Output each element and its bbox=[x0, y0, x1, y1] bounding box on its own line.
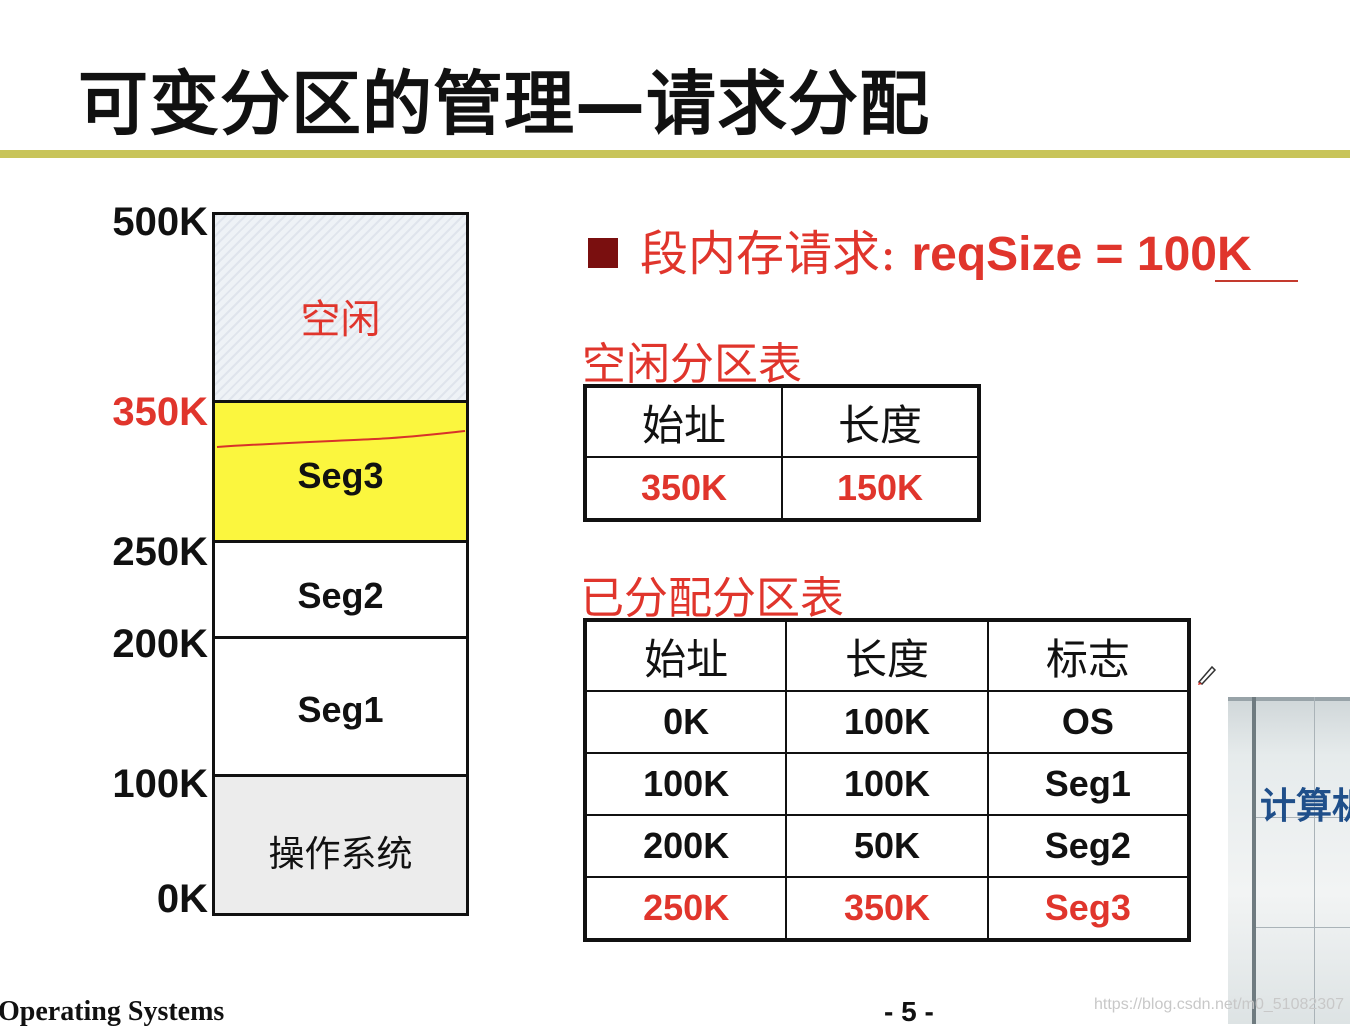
table-cell: Seg1 bbox=[986, 752, 1191, 816]
seg3-block-label: Seg3 bbox=[297, 455, 384, 496]
pen-cursor-icon bbox=[1197, 665, 1217, 685]
table-cell: 350K bbox=[785, 876, 989, 941]
video-grid-line bbox=[1256, 817, 1350, 818]
table-cell: 350K bbox=[584, 456, 783, 521]
table-row: 250K 350K Seg3 bbox=[583, 876, 1191, 941]
os-block: 操作系统 bbox=[215, 777, 466, 913]
table-cell: 100K bbox=[785, 752, 989, 816]
os-block-label: 操作系统 bbox=[268, 834, 413, 875]
course-name: Operating Systems bbox=[0, 996, 225, 1027]
table-cell: 50K bbox=[785, 814, 989, 878]
free-partition-table: 始址 长度 350K 150K bbox=[583, 384, 981, 522]
page-number: - 5 - bbox=[884, 996, 934, 1027]
presenter-video-overlay: 计算机 bbox=[1228, 697, 1350, 1024]
table-row: 0K 100K OS bbox=[583, 690, 1191, 754]
address-label-0k: 0K bbox=[156, 877, 208, 921]
watermark: https://blog.csdn.net/m0_51082307 bbox=[1094, 996, 1344, 1013]
free-table-caption: 空闲分区表 bbox=[582, 339, 802, 390]
address-label-350k: 350K bbox=[112, 390, 208, 434]
table-cell: 200K bbox=[583, 814, 788, 878]
seg3-block: Seg3 bbox=[215, 403, 466, 543]
alloc-table-caption: 已分配分区表 bbox=[580, 573, 844, 624]
header-cell: 长度 bbox=[781, 385, 980, 458]
seg1-block: Seg1 bbox=[215, 639, 466, 777]
table-header-row: 始址 长度 bbox=[584, 385, 980, 458]
memory-layout-diagram: 空闲 Seg3 Seg2 Seg1 操作系统 bbox=[212, 212, 469, 916]
header-cell: 始址 bbox=[584, 385, 783, 458]
address-label-250k: 250K bbox=[112, 530, 208, 574]
table-row: 200K 50K Seg2 bbox=[583, 814, 1191, 878]
table-cell: 150K bbox=[781, 456, 980, 521]
table-cell: 100K bbox=[583, 752, 788, 816]
header-cell: 始址 bbox=[583, 619, 788, 692]
header-cell: 标志 bbox=[986, 619, 1191, 692]
table-header-row: 始址 长度 标志 bbox=[583, 619, 1191, 692]
request-text: 段内存请求: bbox=[640, 226, 912, 282]
free-block: 空闲 bbox=[215, 215, 466, 403]
request-line: 段内存请求: reqSize = 100K bbox=[588, 214, 1252, 284]
address-label-100k: 100K bbox=[112, 762, 208, 806]
table-cell: 0K bbox=[583, 690, 788, 754]
seg1-block-label: Seg1 bbox=[297, 689, 384, 730]
title-divider bbox=[0, 150, 1350, 158]
table-row: 100K 100K Seg1 bbox=[583, 752, 1191, 816]
video-grid-line bbox=[1314, 697, 1315, 1024]
table-cell: 250K bbox=[583, 876, 788, 941]
free-block-label: 空闲 bbox=[300, 297, 381, 343]
address-label-500k: 500K bbox=[112, 200, 208, 244]
video-frame-left bbox=[1252, 697, 1256, 1024]
annotation-underline bbox=[1215, 280, 1298, 282]
header-cell: 长度 bbox=[785, 619, 989, 692]
seg2-block: Seg2 bbox=[215, 543, 466, 639]
slide-title: 可变分区的管理—请求分配 bbox=[78, 63, 930, 145]
address-label-200k: 200K bbox=[112, 622, 208, 666]
allocated-partition-table: 始址 长度 标志 0K 100K OS 100K 100K Seg1 200K … bbox=[583, 618, 1191, 942]
video-overlay-text: 计算机 bbox=[1260, 786, 1350, 827]
table-cell: Seg2 bbox=[986, 814, 1191, 878]
request-formula: reqSize = 100K bbox=[911, 228, 1252, 281]
table-row: 350K 150K bbox=[584, 456, 980, 521]
annotation-ink-line bbox=[216, 430, 466, 448]
table-cell: 100K bbox=[785, 690, 989, 754]
bullet-square-icon bbox=[588, 238, 618, 268]
video-frame-top bbox=[1228, 697, 1350, 701]
seg2-block-label: Seg2 bbox=[297, 575, 384, 616]
table-cell: Seg3 bbox=[986, 876, 1191, 941]
table-cell: OS bbox=[986, 690, 1191, 754]
video-grid-line bbox=[1256, 927, 1350, 928]
